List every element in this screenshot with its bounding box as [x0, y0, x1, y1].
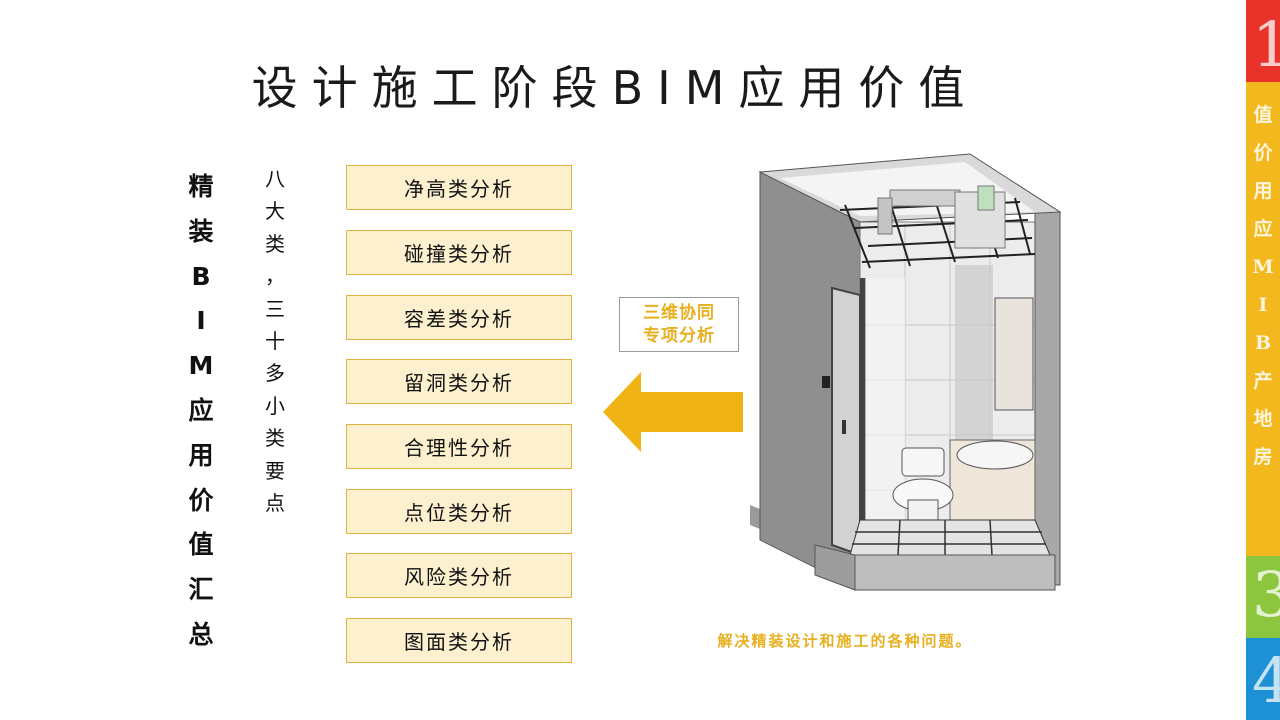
vertical-title-char: 总: [188, 619, 214, 649]
vertical-title-char: 值: [188, 530, 214, 560]
vertical-title-char: 汇: [188, 575, 214, 605]
vertical-title-char: 价: [188, 485, 214, 515]
vertical-subtitle-char: 小: [265, 393, 285, 418]
analysis-box-risk[interactable]: 风险类分析: [346, 553, 572, 598]
side-tab-3-number: 3: [1252, 558, 1280, 631]
vertical-subtitle-char: 类: [265, 231, 285, 256]
vertical-title-char: 精: [188, 172, 214, 201]
side-tab-2-char: B: [1254, 332, 1272, 354]
side-tab-2-char: 应: [1253, 218, 1273, 240]
side-tab-2-char: 值: [1253, 104, 1273, 126]
vertical-subtitle-char: 点: [265, 491, 285, 516]
vertical-subtitle-char: 八: [265, 167, 285, 191]
vertical-subtitle-char: 三: [265, 296, 285, 321]
side-tab-2-char: 房: [1253, 446, 1273, 468]
side-tab-2-char: 地: [1253, 408, 1273, 430]
analysis-box-tolerance[interactable]: 容差类分析: [346, 295, 572, 340]
analysis-box-points[interactable]: 点位类分析: [346, 489, 572, 534]
side-tab-2[interactable]: 值 价 用 应 M I B 产 地 房: [1246, 82, 1280, 556]
side-tab-2-char: 产: [1253, 370, 1273, 392]
vertical-subtitle-char: 多: [265, 361, 285, 386]
vertical-subtitle: 八 大 类 ， 三 十 多 小 类 要 点: [260, 163, 290, 519]
caption: 解决精装设计和施工的各种问题。: [717, 632, 973, 650]
side-tab-2-char: 价: [1253, 142, 1273, 164]
bathroom-model-illustration: [750, 153, 1062, 591]
vertical-title-char: M: [188, 351, 214, 381]
vertical-subtitle-char: 类: [265, 426, 285, 451]
vertical-title-char: I: [196, 306, 206, 336]
vertical-title-char: 装: [188, 216, 214, 246]
analysis-box-clearance[interactable]: 净高类分析: [346, 165, 572, 210]
side-tab-1-number: 1: [1252, 8, 1280, 81]
page-title: 设计施工阶段BIM应用价值: [251, 61, 979, 115]
vertical-title-char: 应: [188, 395, 214, 425]
vertical-subtitle-char: 要: [265, 458, 285, 483]
vertical-subtitle-char: 大: [265, 199, 285, 224]
side-tab-2-text: 值 价 用 应 M I B 产 地 房: [1246, 96, 1280, 476]
side-tab-3[interactable]: 3: [1246, 556, 1280, 638]
side-tab-2-char: M: [1252, 256, 1274, 278]
analysis-box-drawings[interactable]: 图面类分析: [346, 618, 572, 663]
side-tab-1[interactable]: 1: [1246, 0, 1280, 82]
tag-line-1: 三维协同: [643, 302, 715, 323]
vertical-subtitle-char: ，: [265, 264, 285, 289]
side-tab-2-char: I: [1258, 294, 1268, 316]
side-navigation: 1 值 价 用 应 M I B 产 地 房 3 4: [1246, 0, 1280, 720]
collaboration-tag: 三维协同 专项分析: [619, 297, 739, 352]
analysis-box-openings[interactable]: 留洞类分析: [346, 359, 572, 404]
analysis-box-rationality[interactable]: 合理性分析: [346, 424, 572, 469]
side-tab-4[interactable]: 4: [1246, 638, 1280, 720]
side-tab-4-number: 4: [1252, 644, 1280, 717]
vertical-title: 精 装 B I M 应 用 价 值 汇 总: [181, 165, 221, 658]
vertical-title-char: 用: [188, 440, 214, 470]
vertical-subtitle-char: 十: [265, 329, 285, 354]
analysis-box-collision[interactable]: 碰撞类分析: [346, 230, 572, 275]
side-tab-2-char: 用: [1253, 180, 1273, 202]
left-arrow-icon: [603, 372, 743, 452]
vertical-title-char: B: [191, 261, 211, 291]
tag-line-2: 专项分析: [643, 325, 715, 346]
